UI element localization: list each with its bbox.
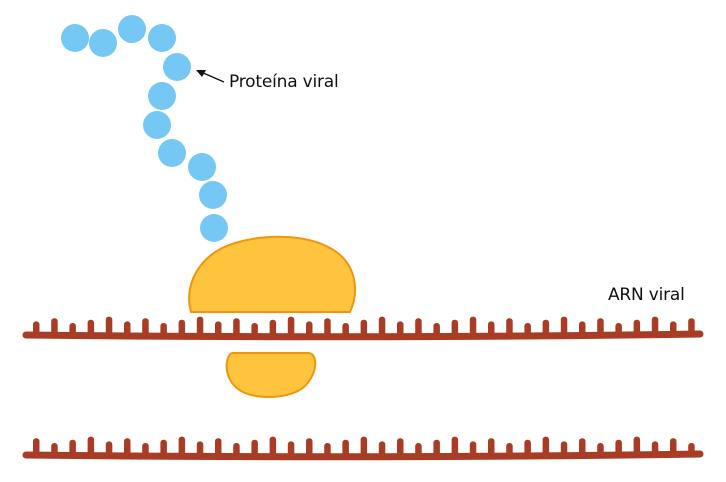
rna-base (579, 321, 586, 337)
rna-base (597, 443, 604, 457)
rna-base (33, 321, 40, 337)
rna-base (105, 441, 113, 457)
rna-base (651, 316, 659, 337)
amino-acid-icon (200, 214, 228, 242)
protein-label: Proteína viral (229, 72, 339, 92)
rna-base (542, 319, 550, 337)
rna-base (87, 319, 95, 337)
rna-base (579, 438, 586, 457)
rna-base (69, 439, 76, 457)
rna-label: ARN viral (608, 285, 685, 305)
rna-base (124, 438, 131, 457)
amino-acid-icon (143, 111, 171, 139)
rna-base (488, 321, 495, 337)
rna-base (215, 438, 222, 457)
rna-base (306, 438, 313, 457)
rna-base (633, 436, 641, 457)
rna-base (670, 438, 677, 457)
amino-acid-icon (118, 15, 146, 43)
rna-base (142, 318, 149, 337)
rna-base (415, 443, 422, 457)
rna-base (469, 441, 477, 457)
rna-base (397, 438, 404, 457)
rna-base (233, 318, 240, 337)
rna-base (524, 439, 531, 457)
rna-base (597, 318, 604, 337)
amino-acid-icon (61, 24, 89, 52)
rna-base (488, 438, 495, 457)
rna-base (142, 443, 149, 457)
protein-chain (61, 15, 228, 242)
rna-base (451, 436, 459, 457)
rna-base (688, 318, 695, 337)
rna-strand-top (22, 316, 704, 341)
rna-base (506, 318, 513, 337)
ribosome-large-subunit (188, 235, 357, 313)
rna-base (542, 436, 550, 457)
amino-acid-icon (199, 181, 227, 209)
rna-base (560, 316, 568, 337)
ribosome-small-subunit (225, 352, 317, 398)
rna-base (287, 441, 295, 457)
amino-acid-icon (188, 153, 216, 181)
amino-acid-icon (148, 24, 176, 52)
rna-base (633, 319, 641, 337)
rna-base (33, 438, 40, 457)
rna-strand-bottom (22, 436, 704, 461)
rna-base (360, 319, 368, 337)
rna-base (160, 439, 167, 457)
rna-base (269, 319, 277, 337)
protein-label-arrow (196, 70, 225, 83)
rna-base (196, 441, 204, 457)
amino-acid-icon (89, 29, 117, 57)
rna-base (178, 436, 186, 457)
rna-base (342, 323, 349, 337)
rna-base (233, 443, 240, 457)
rna-base (469, 316, 477, 337)
amino-acid-icon (163, 53, 191, 81)
rna-base (378, 316, 386, 337)
rna-base (324, 318, 331, 337)
rna-base (415, 318, 422, 337)
rna-base (87, 436, 95, 457)
rna-base (105, 316, 113, 337)
rna-base (306, 321, 313, 337)
rna-base (688, 443, 695, 457)
amino-acid-icon (158, 139, 186, 167)
rna-base (560, 441, 568, 457)
rna-base (51, 443, 58, 457)
rna-base (251, 439, 258, 457)
rna-base (615, 323, 622, 337)
rna-base (651, 441, 659, 457)
rna-base (196, 316, 204, 337)
rna-base (342, 439, 349, 457)
rna-base (397, 321, 404, 337)
rna-base (178, 319, 186, 337)
rna-base (51, 318, 58, 337)
rna-base (506, 443, 513, 457)
rna-base (451, 319, 459, 337)
rna-base (378, 441, 386, 457)
rna-base (160, 323, 167, 337)
rna-base (615, 439, 622, 457)
rna-base (670, 321, 677, 337)
rna-base (69, 323, 76, 337)
rna-base (433, 439, 440, 457)
rna-base (360, 436, 368, 457)
rna-base (524, 323, 531, 337)
rna-base (269, 436, 277, 457)
rna-base (287, 316, 295, 337)
rna-base (324, 443, 331, 457)
rna-base (124, 321, 131, 337)
rna-base (215, 321, 222, 337)
amino-acid-icon (148, 82, 176, 110)
rna-base (433, 323, 440, 337)
rna-base (251, 323, 258, 337)
